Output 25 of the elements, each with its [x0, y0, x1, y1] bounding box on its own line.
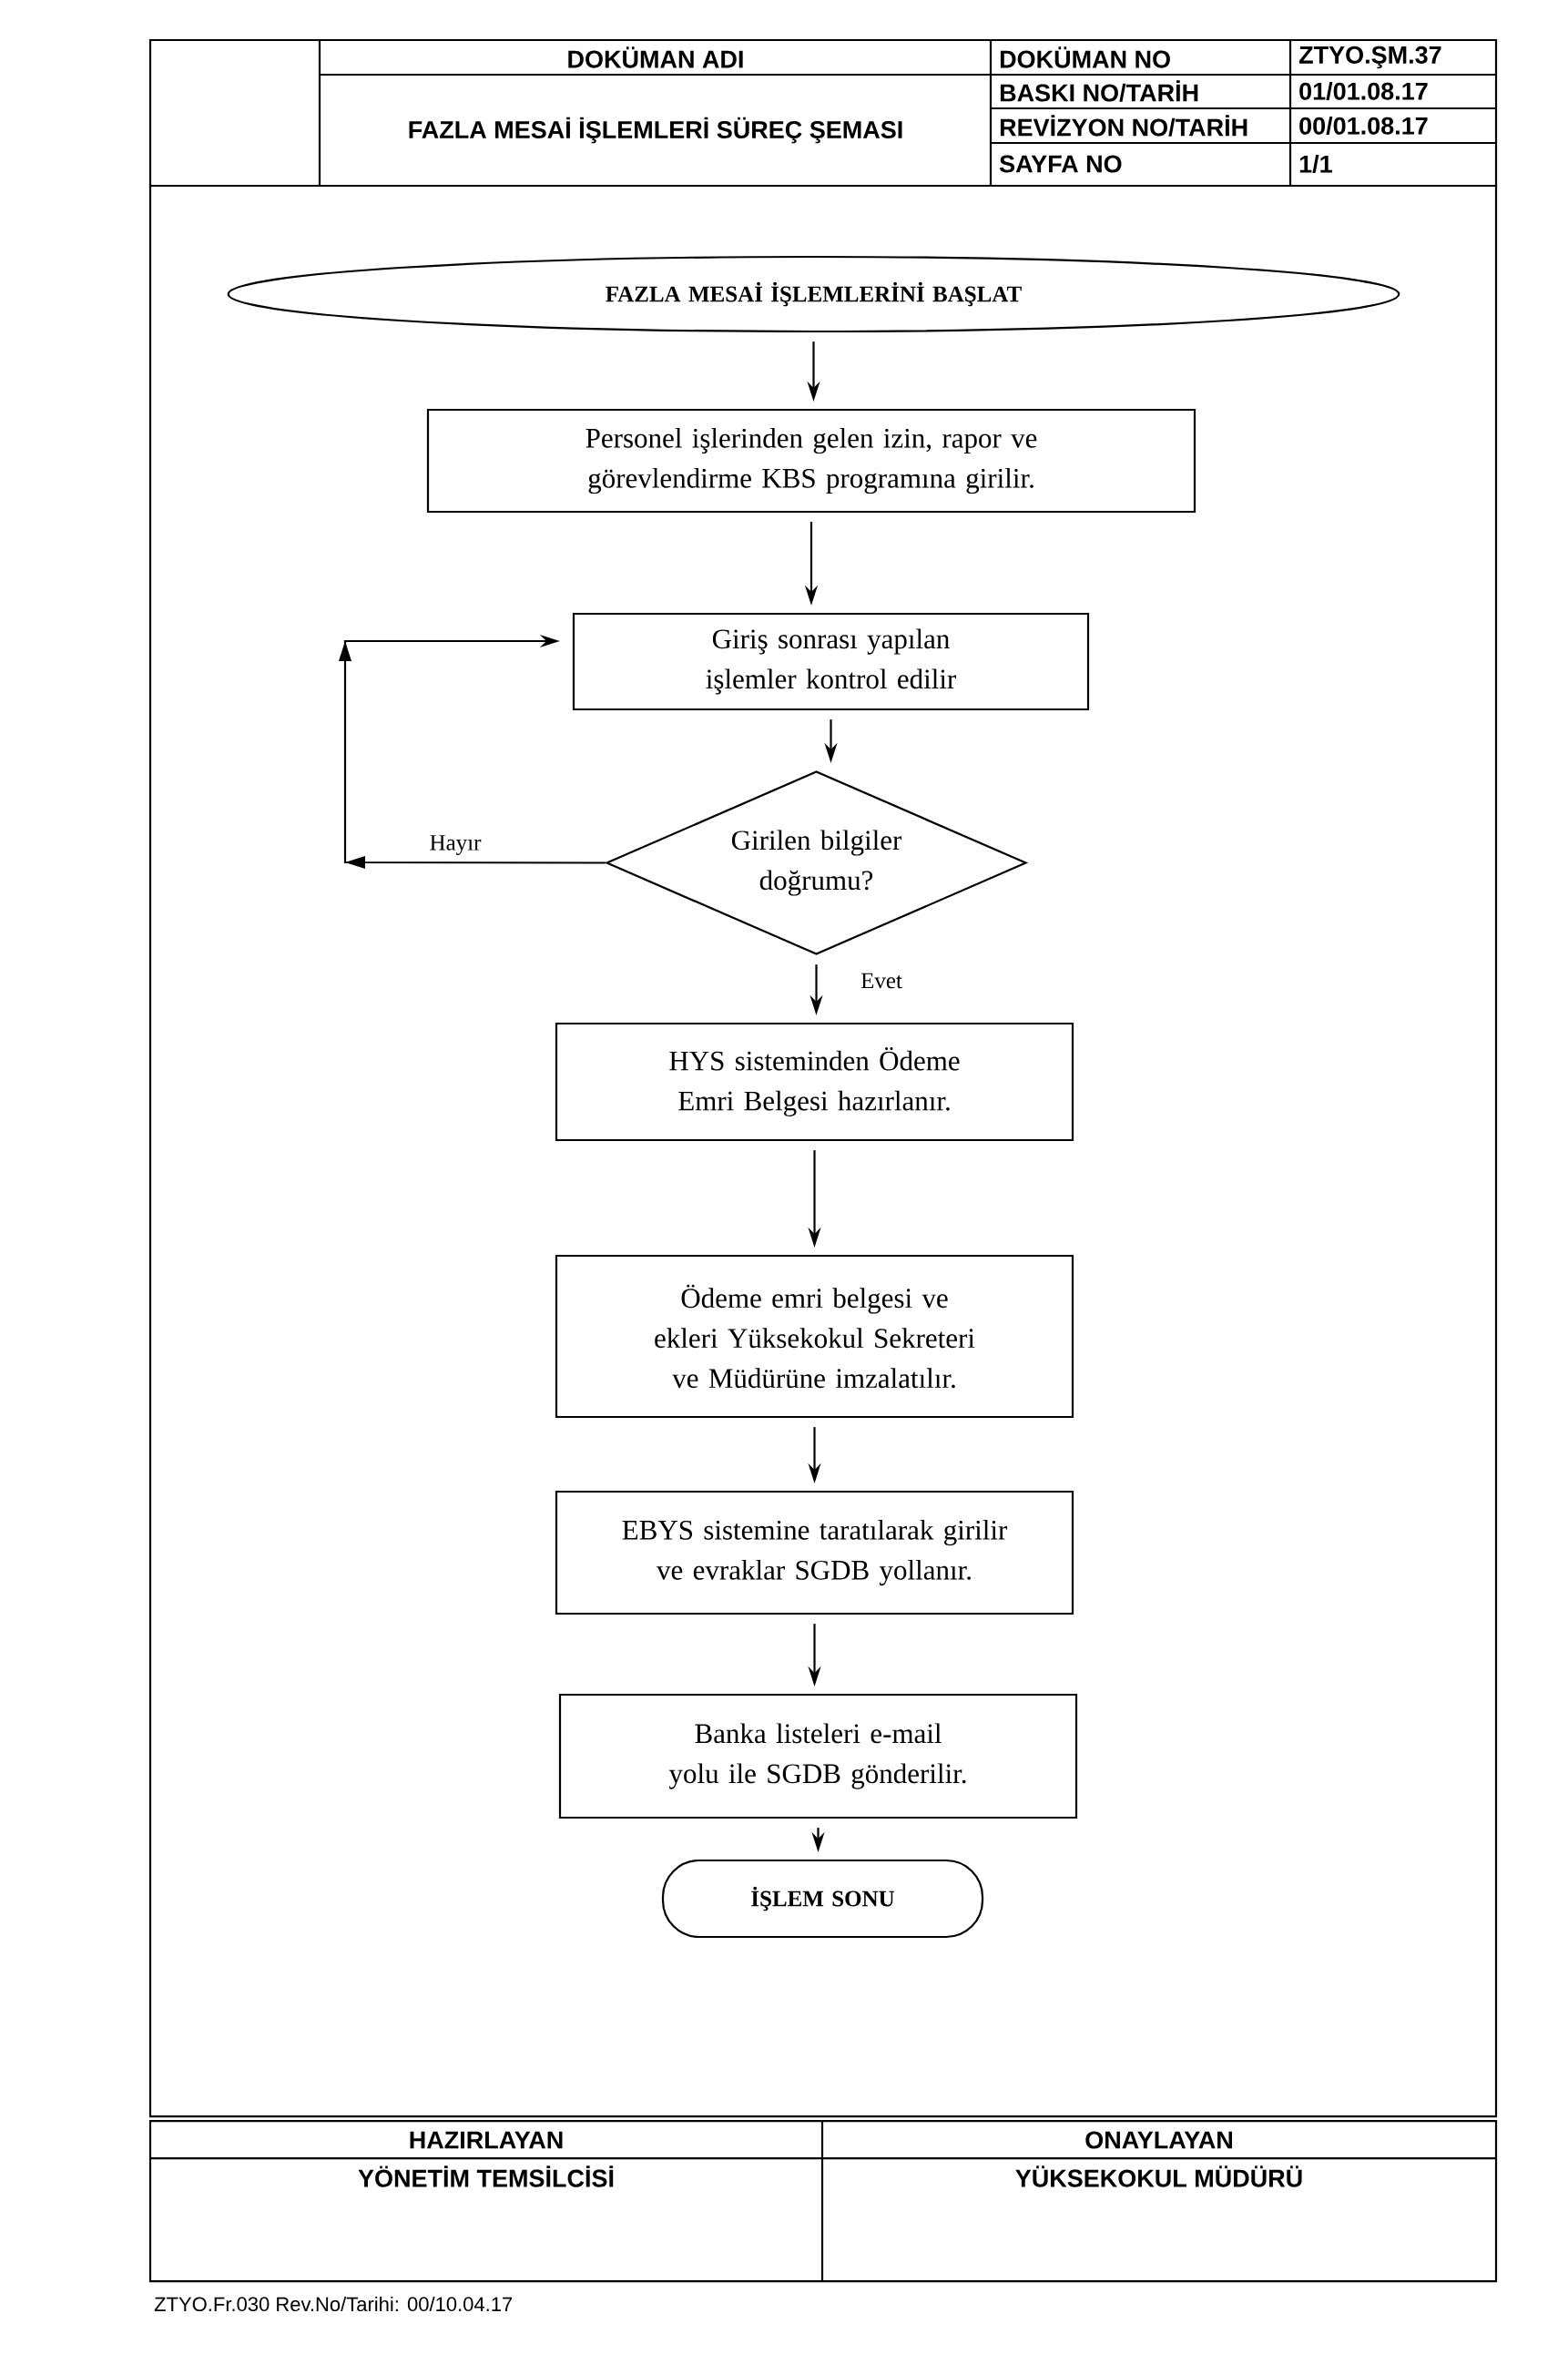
loop-arrow — [339, 634, 606, 869]
process-box: HYS sisteminden Ödeme Emri Belgesi hazırlanır. — [555, 1022, 1074, 1142]
table-cell: 01/01.08.17 — [1299, 81, 1428, 101]
table-header: DOKÜMAN ADI — [568, 46, 743, 68]
table-cell: BASKI NO/TARİH — [1000, 80, 1198, 102]
edge-label: Hayır — [427, 833, 484, 857]
process-box: Banka listeleri e-mail yolu ile SGDB gönderilir. — [558, 1693, 1078, 1819]
process-box: Giriş sonrası yapılan işlemler kontrol edilir — [572, 612, 1090, 711]
table-cell: REVİZYON NO/TARİH — [1000, 115, 1247, 137]
process-box: Personel işlerinden gelen izin, rapor ve görevlendirme KBS programına girilir. — [426, 408, 1196, 514]
document-title: FAZLA MESAİ İŞLEMLERİ SÜREÇ ŞEMASI — [409, 117, 902, 144]
signature-title: YÖNETİM TEMSİLCİSİ — [358, 2165, 614, 2187]
end-terminal: İŞLEM SONU — [661, 1859, 984, 1939]
signature-header: HAZIRLAYAN — [410, 2131, 563, 2149]
process-box: EBYS sistemine taratılarak girilir ve evraklar SGDB yollanır. — [555, 1490, 1074, 1615]
table-cell: 1/1 — [1299, 154, 1332, 174]
table-cell: DOKÜMAN NO — [1000, 46, 1170, 68]
table-cell: ZTYO.ŞM.37 — [1298, 46, 1441, 69]
process-box: Ödeme emri belgesi ve ekleri Yüksekokul Sekreteri ve Müdürüne imzalatılır. — [555, 1254, 1074, 1419]
signature-title: YÜKSEKOKUL MÜDÜRÜ — [1015, 2165, 1302, 2187]
table-cell: SAYFA NO — [999, 155, 1122, 173]
edge-label: Evet — [859, 971, 904, 991]
signature-header: ONAYLAYAN — [1085, 2131, 1232, 2149]
table-cell: 00/01.08.17 — [1299, 116, 1428, 136]
form-code: ZTYO.Fr.030 Rev.No/Tarihi: 00/10.04.17 — [154, 2296, 513, 2312]
